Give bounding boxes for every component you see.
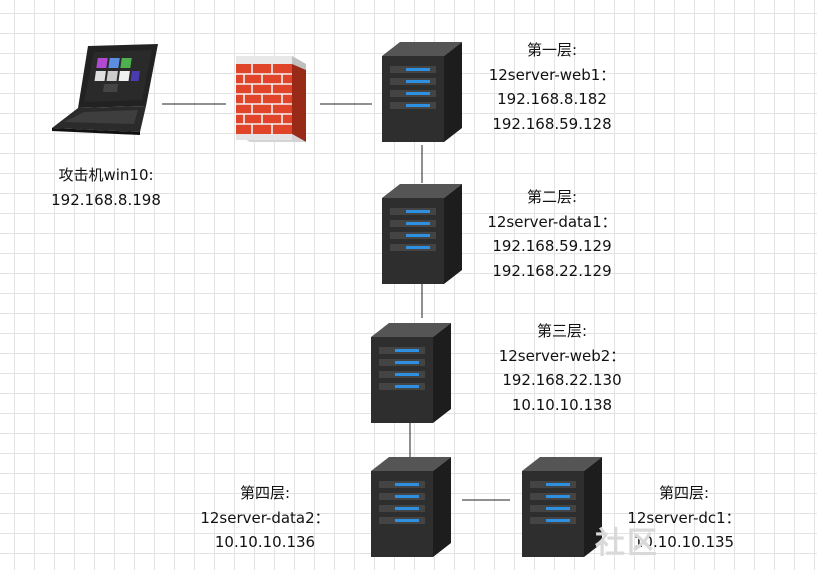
layer4-dc1-title: 第四层: [658,484,710,502]
laptop-icon [52,44,158,135]
layer2-ip2: 192.168.22.129 [492,261,612,280]
layer1-ip2: 192.168.59.128 [492,114,612,133]
layer3-label: 第三层: 12server-web2： 192.168.22.130 10.10… [482,319,642,417]
layer4-dc1-label: 第四层: 12server-dc1： 10.10.10.135 [614,481,754,555]
layer2-title: 第二层: [526,188,578,206]
layer4-data2-label: 第四层: 12server-data2： 10.10.10.136 [190,481,340,555]
layer3-ip2: 10.10.10.138 [511,395,613,414]
layer3-title: 第三层: [536,322,588,340]
layer3-hostname: 12server-web2： [498,346,626,365]
firewall-icon [236,56,306,142]
attacker-ip: 192.168.8.198 [51,190,161,209]
layer4-data2-title: 第四层: [239,484,291,502]
server-icon-web2 [371,323,451,423]
layer4-data2-ip: 10.10.10.136 [214,533,316,551]
layer4-data2-hostname: 12server-data2： [200,508,330,527]
layer4-dc1-hostname: 12server-dc1： [627,508,741,527]
layer4-dc1-ip: 10.10.10.135 [633,533,735,551]
layer1-hostname: 12server-web1： [488,65,616,84]
layer1-title: 第一层: [526,41,578,59]
server-icon-data1 [382,184,462,284]
watermark: 社区 [595,526,659,561]
layer1-label: 第一层: 12server-web1： 192.168.8.182 192.16… [472,38,632,136]
server-icon-dc1 [522,457,602,557]
layer2-hostname: 12server-data1： [487,212,617,231]
attacker-name: 攻击机win10: [58,166,154,184]
layer2-label: 第二层: 12server-data1： 192.168.59.129 192.… [472,185,632,283]
server-icon-web1 [382,42,462,142]
layer2-ip1: 192.168.59.129 [492,237,612,255]
layer3-ip1: 192.168.22.130 [502,371,622,389]
server-icon-data2 [371,457,451,557]
layer1-ip1: 192.168.8.182 [497,90,607,108]
attacker-label: 攻击机win10: 192.168.8.198 [40,163,172,212]
